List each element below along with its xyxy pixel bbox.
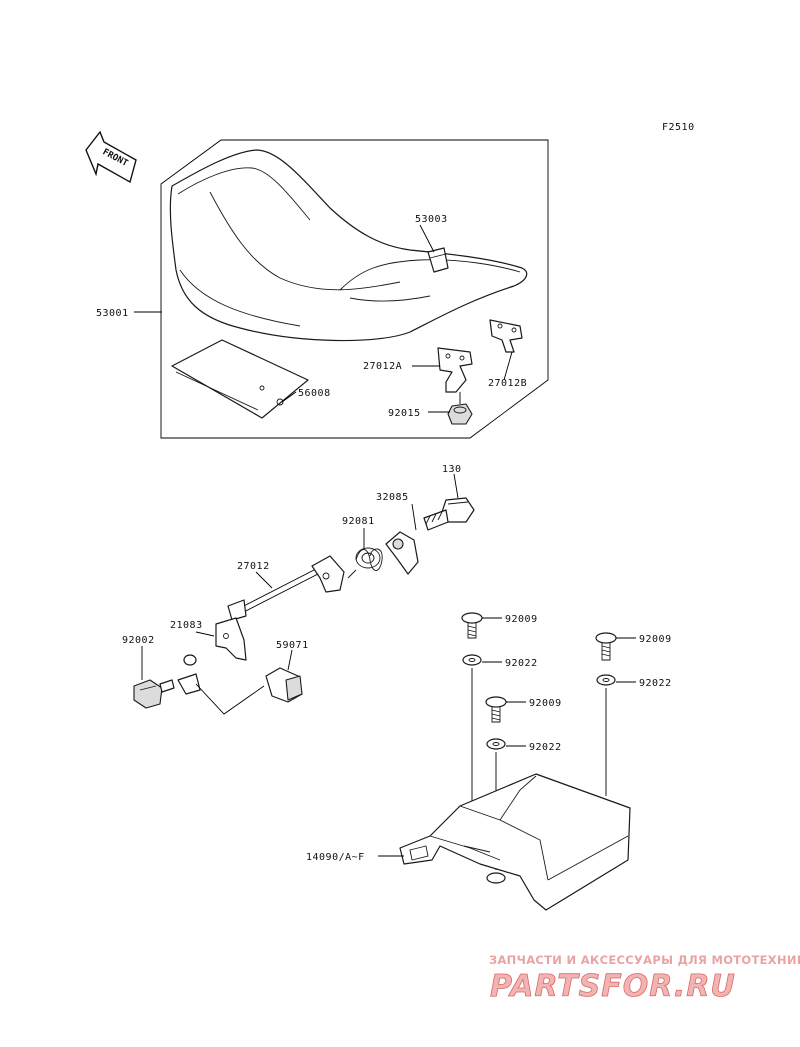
washer-92022-b: [486, 738, 506, 750]
bolt-130: [423, 497, 475, 531]
figure-code: F2510: [662, 122, 695, 133]
spring-92081: [347, 547, 383, 579]
latch-rod-27012: [227, 555, 345, 621]
label-92002: 92002: [122, 635, 155, 646]
label-92081: 92081: [342, 516, 375, 527]
seat-assembly: [169, 149, 528, 342]
front-arrow-icon: FRONT: [85, 130, 137, 184]
seat-tray-14090: [399, 773, 631, 911]
washer-92022-c: [596, 674, 616, 686]
label-32085: 32085: [376, 492, 409, 503]
label-92022-c: 92022: [639, 678, 672, 689]
bracket-27012A: [437, 347, 473, 393]
screw-92009-c: [595, 632, 617, 661]
label-92009-b: 92009: [529, 698, 562, 709]
lever-bracket: [177, 654, 201, 695]
latch-hook: [385, 531, 419, 575]
label-53003: 53003: [415, 214, 448, 225]
seat-group-frame: [160, 139, 549, 439]
watermark-logo: PARTSFOR.RU: [490, 969, 736, 1004]
label-21083: 21083: [170, 620, 203, 631]
label-92009-a: 92009: [505, 614, 538, 625]
seat-plate: [171, 339, 309, 419]
washer-92022-a: [462, 654, 482, 666]
label-92022-a: 92022: [505, 658, 538, 669]
label-14090: 14090/A~F: [306, 852, 365, 863]
label-92022-b: 92022: [529, 742, 562, 753]
label-92015: 92015: [388, 408, 421, 419]
cable-end-59071: [195, 667, 303, 715]
label-92009-c: 92009: [639, 634, 672, 645]
nut-92015: [447, 403, 473, 425]
label-27012: 27012: [237, 561, 270, 572]
watermark-tagline: ЗАПЧАСТИ И АКСЕССУАРЫ ДЛЯ МОТОТЕХНИКИ: [489, 953, 800, 967]
label-56008: 56008: [298, 388, 331, 399]
screw-92009-a: [461, 612, 483, 639]
label-53001: 53001: [96, 308, 129, 319]
bracket-27012B: [489, 319, 523, 353]
bolt-92002: [133, 679, 175, 709]
label-59071: 59071: [276, 640, 309, 651]
label-27012A: 27012A: [363, 361, 402, 372]
screw-92009-b: [485, 696, 507, 723]
lever-21083: [215, 617, 247, 661]
label-27012B: 27012B: [488, 378, 527, 389]
label-130: 130: [442, 464, 462, 475]
